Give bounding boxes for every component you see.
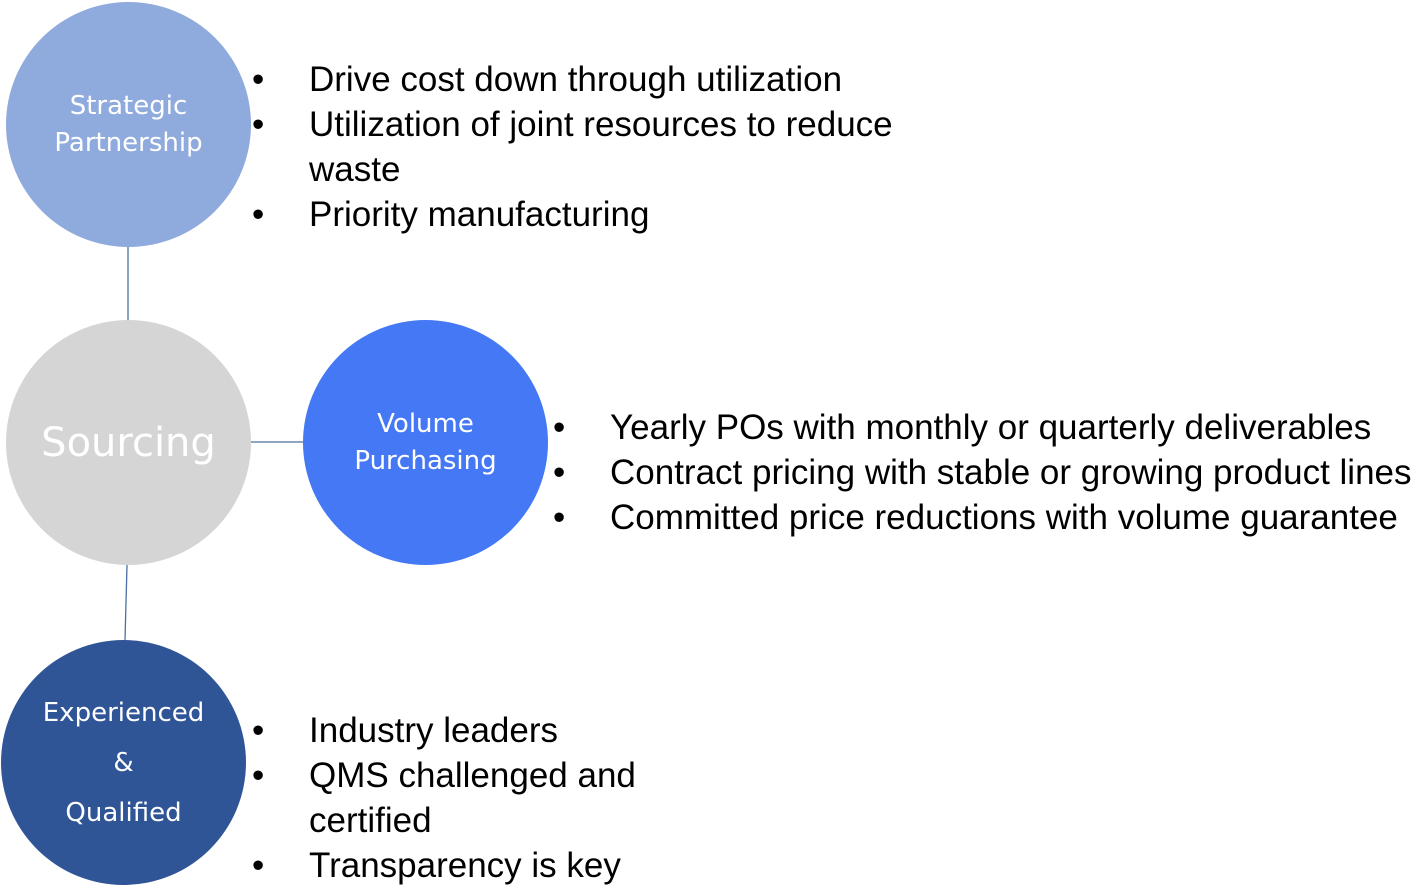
bullet-text: Yearly POs with monthly or quarterly del…: [610, 408, 1372, 447]
bullet-marker: •: [553, 453, 566, 492]
list-item: • Utilization of joint resources to reduc…: [252, 102, 959, 192]
experienced-qualified-node: Experienced & Qualified: [1, 640, 246, 885]
bullet-marker: •: [252, 105, 265, 144]
bullet-marker: •: [252, 711, 265, 750]
node-label: Experienced: [42, 697, 205, 728]
bullet-text: Utilization of joint resources to reduce…: [309, 105, 893, 189]
bullet-marker: •: [553, 498, 566, 537]
list-item: • Yearly POs with monthly or quarterly de…: [553, 405, 1420, 450]
list-item: • Contract pricing with stable or growing…: [553, 450, 1420, 495]
node-label: Qualified: [65, 797, 182, 828]
list-item: • Transparency is key: [252, 843, 689, 886]
list-item: • Industry leaders: [252, 708, 689, 753]
node-label: Strategic: [69, 90, 188, 121]
list-item: • Priority manufacturing: [252, 192, 959, 237]
bullet-marker: •: [252, 756, 265, 795]
strategic-partnership-bullets: • Drive cost down through utilization • Ut…: [252, 57, 959, 237]
node-label: Sourcing: [41, 419, 216, 466]
bullet-marker: •: [252, 60, 265, 99]
bullet-text: Transparency is key: [309, 846, 621, 885]
volume-purchasing-bullets: • Yearly POs with monthly or quarterly de…: [553, 405, 1420, 540]
node-label: &: [113, 747, 134, 778]
bullet-text: Industry leaders: [309, 711, 559, 750]
experienced-qualified-bullets: • Industry leaders • QMS challenged and ce…: [252, 708, 689, 886]
list-item: • QMS challenged and certified: [252, 753, 689, 843]
connector-sourcing-experienced: [124, 564, 128, 641]
list-item: • Committed price reductions with volume …: [553, 495, 1420, 540]
bullet-text: Drive cost down through utilization: [309, 60, 843, 99]
sourcing-node: Sourcing: [6, 320, 251, 565]
bullet-marker: •: [252, 846, 265, 885]
strategic-partnership-node: Strategic Partnership: [6, 2, 251, 247]
node-label: Partnership: [54, 127, 203, 158]
node-label: Volume: [377, 408, 474, 439]
bullet-text: Priority manufacturing: [309, 195, 650, 234]
bullet-marker: •: [553, 408, 566, 447]
node-label: Purchasing: [354, 445, 497, 476]
volume-purchasing-node: Volume Purchasing: [303, 320, 548, 565]
bullet-marker: •: [252, 195, 265, 234]
bullet-text: Committed price reductions with volume g…: [610, 498, 1398, 537]
bullet-text: Contract pricing with stable or growing …: [610, 453, 1412, 492]
list-item: • Drive cost down through utilization: [252, 57, 959, 102]
bullet-text: QMS challenged and certified: [309, 756, 636, 840]
